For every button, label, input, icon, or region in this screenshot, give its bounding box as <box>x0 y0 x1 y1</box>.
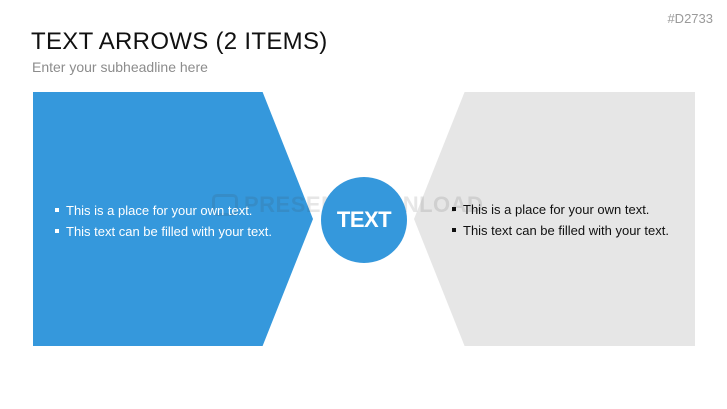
page-subtitle: Enter your subheadline here <box>32 59 208 75</box>
slide-id: #D2733 <box>667 11 713 26</box>
page-title: TEXT ARROWS (2 ITEMS) <box>31 28 328 55</box>
center-label: TEXT <box>336 207 392 232</box>
list-item: This text can be filled with your text. <box>55 221 272 242</box>
bullet-icon <box>55 208 59 212</box>
list-item: This is a place for your own text. <box>452 199 669 220</box>
center-circle: TEXT <box>321 177 407 263</box>
left-arrow-shape <box>33 92 313 346</box>
bullet-icon <box>452 228 456 232</box>
bullet-icon <box>55 229 59 233</box>
watermark-logo-icon <box>212 194 238 216</box>
right-arrow-shape <box>414 92 695 346</box>
list-item: This is a place for your own text. <box>55 200 272 221</box>
left-bullet-list: This is a place for your own text. This … <box>55 200 272 242</box>
list-item: This text can be filled with your text. <box>452 220 669 241</box>
right-bullet-list: This is a place for your own text. This … <box>452 199 669 241</box>
bullet-icon <box>452 207 456 211</box>
